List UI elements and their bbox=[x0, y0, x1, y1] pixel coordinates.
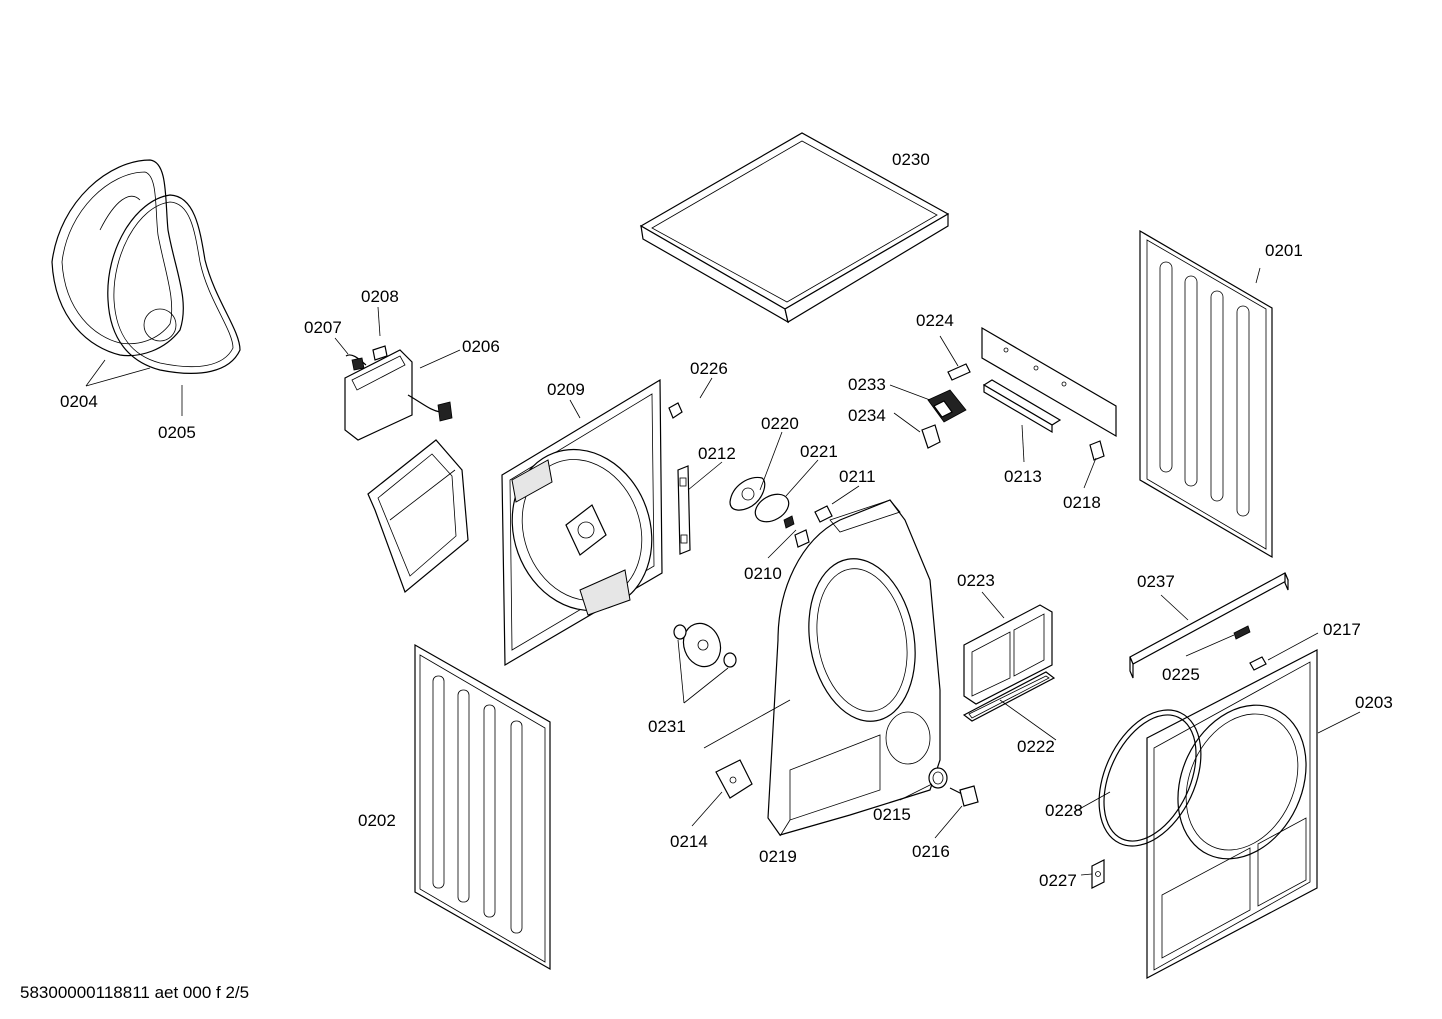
part-0203-front-panel bbox=[1146, 649, 1318, 979]
label-0224: 0224 bbox=[916, 311, 954, 330]
part-0218-clip bbox=[1089, 440, 1105, 461]
label-0231: 0231 bbox=[648, 717, 686, 736]
label-0226: 0226 bbox=[690, 359, 728, 378]
part-0211-sensor bbox=[814, 505, 833, 523]
label-0212: 0212 bbox=[698, 444, 736, 463]
part-0204-rear-plate bbox=[51, 159, 184, 357]
part-0207-cable bbox=[345, 354, 367, 371]
label-0234: 0234 bbox=[848, 406, 886, 425]
part-0233-door-lock bbox=[927, 389, 967, 423]
label-0204: 0204 bbox=[60, 392, 98, 411]
document-code: 58300000118811 aet 000 f 2/5 bbox=[20, 983, 249, 1002]
label-0214: 0214 bbox=[670, 832, 708, 851]
part-0214-latch bbox=[715, 759, 753, 799]
part-0209-rear-wall bbox=[501, 378, 663, 667]
label-0208: 0208 bbox=[361, 287, 399, 306]
part-0201-side-panel-right bbox=[1139, 229, 1273, 559]
part-0231-rollers bbox=[673, 622, 737, 668]
part-0224-switch bbox=[947, 363, 971, 381]
part-0227-latch bbox=[1091, 859, 1105, 889]
label-0222: 0222 bbox=[1017, 737, 1055, 756]
label-0225: 0225 bbox=[1162, 665, 1200, 684]
label-0201: 0201 bbox=[1265, 241, 1303, 260]
part-0208-clip bbox=[372, 345, 388, 361]
part-0213-control-board bbox=[981, 326, 1117, 438]
part-labels: 0201 0202 0203 0204 0205 0206 0207 0208 … bbox=[60, 150, 1393, 890]
part-0237-rail bbox=[1129, 572, 1289, 679]
part-0234-switch bbox=[921, 424, 941, 449]
label-0209: 0209 bbox=[547, 380, 585, 399]
label-0210: 0210 bbox=[744, 564, 782, 583]
label-0206: 0206 bbox=[462, 337, 500, 356]
part-0206-electronic-module bbox=[344, 349, 453, 441]
label-0220: 0220 bbox=[761, 414, 799, 433]
part-0221-gasket bbox=[754, 493, 790, 523]
label-0228: 0228 bbox=[1045, 801, 1083, 820]
label-0233: 0233 bbox=[848, 375, 886, 394]
part-duct-housing bbox=[367, 439, 469, 594]
part-0219-front-frame bbox=[767, 499, 941, 836]
part-0230-top-cover bbox=[639, 132, 950, 324]
label-0227: 0227 bbox=[1039, 871, 1077, 890]
label-0217: 0217 bbox=[1323, 620, 1361, 639]
part-0217-clip bbox=[1249, 656, 1267, 671]
part-0228-door-seal bbox=[1098, 709, 1202, 847]
label-0221: 0221 bbox=[800, 442, 838, 461]
leader-lines bbox=[85, 267, 1361, 876]
label-0230: 0230 bbox=[892, 150, 930, 169]
label-0223: 0223 bbox=[957, 571, 995, 590]
part-0215-knob bbox=[928, 767, 948, 789]
part-0210-sensor bbox=[783, 515, 810, 548]
label-0205: 0205 bbox=[158, 423, 196, 442]
label-0211: 0211 bbox=[839, 467, 876, 486]
label-0215: 0215 bbox=[873, 805, 911, 824]
label-0213: 0213 bbox=[1004, 467, 1042, 486]
part-0222-filter-gasket bbox=[962, 671, 1056, 722]
label-0218: 0218 bbox=[1063, 493, 1101, 512]
part-0205-seal bbox=[107, 194, 241, 374]
label-0207: 0207 bbox=[304, 318, 342, 337]
part-0226-clip bbox=[668, 402, 683, 419]
part-0216-switch bbox=[949, 785, 979, 807]
part-0225-clip bbox=[1233, 625, 1251, 640]
part-0212-bracket bbox=[677, 465, 691, 555]
part-0223-filter bbox=[963, 604, 1053, 705]
label-0202: 0202 bbox=[358, 811, 396, 830]
part-0220-flange bbox=[729, 476, 766, 511]
label-0216: 0216 bbox=[912, 842, 950, 861]
label-0237: 0237 bbox=[1137, 572, 1175, 591]
label-0203: 0203 bbox=[1355, 693, 1393, 712]
label-0219: 0219 bbox=[759, 847, 797, 866]
part-0202-side-panel-left bbox=[414, 643, 551, 971]
